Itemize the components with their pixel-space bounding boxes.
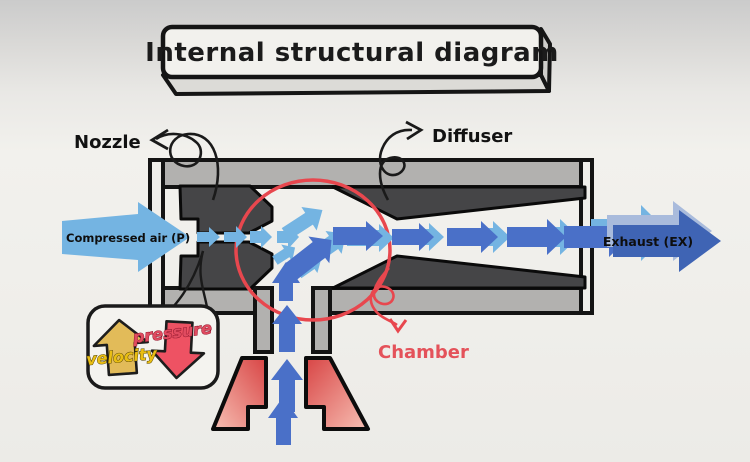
- velocity-up-arrow: [92, 318, 150, 377]
- flow-arrow: [250, 226, 272, 248]
- flow-arrow: [224, 226, 247, 248]
- suction-funnel-right: [304, 356, 370, 431]
- pressure-down-arrow: [150, 320, 206, 380]
- suction-arrow-up: [271, 359, 303, 412]
- inner-blocks: [178, 184, 587, 291]
- nozzle-leader-curve: [155, 132, 220, 201]
- chamber-leader-swirl: [369, 267, 398, 327]
- suction-port-wall-left: [253, 286, 274, 354]
- diffuser-block-lower: [331, 254, 587, 290]
- title-box-face: [160, 24, 544, 80]
- velocity-pressure-box: velocity pressure: [85, 304, 220, 390]
- diagram-title: Internal structural diagram: [145, 38, 559, 68]
- suction-funnels: [211, 356, 370, 431]
- nozzle-leader-arrowhead: [149, 128, 169, 151]
- flow-arrow: [447, 221, 498, 253]
- flow-arrow: [333, 221, 383, 251]
- exhaust-label: Exhaust (EX): [603, 234, 693, 249]
- flow-arrow-up-right: [284, 236, 332, 280]
- compressed-air-arrow: Compressed air (P): [62, 202, 190, 272]
- nozzle-callout: Nozzle: [74, 128, 220, 201]
- flow-arrow: [392, 223, 434, 251]
- flow-arrow-up-right: [281, 206, 323, 240]
- flow-arrow-up-right: [272, 244, 296, 265]
- compressed-air-label: Compressed air (P): [66, 231, 190, 245]
- flow-arrow: [197, 227, 220, 247]
- nozzle-block-lower: [178, 240, 274, 291]
- exhaust-arrow-group: Exhaust (EX): [603, 201, 721, 272]
- inlet-arrow-shape: [62, 202, 190, 272]
- diffuser-callout: Diffuser: [378, 120, 512, 201]
- suction-arrow-up: [272, 305, 302, 352]
- title-box: Internal structural diagram: [145, 24, 559, 96]
- exhaust-arrow-shape: [613, 210, 721, 272]
- suction-arrow-up: [272, 262, 300, 301]
- chamber-leader-arrowhead: [388, 318, 408, 334]
- suction-funnel-left: [211, 356, 268, 431]
- suction-arrow-up: [268, 397, 298, 445]
- nozzle-block-upper: [178, 184, 274, 235]
- diffuser-leader-curve: [378, 128, 413, 201]
- chamber-label: Chamber: [378, 342, 469, 363]
- diffuser-label: Diffuser: [432, 126, 512, 147]
- nozzle-label: Nozzle: [74, 132, 141, 153]
- chamber-highlight-ellipse: [234, 178, 392, 322]
- chamber-callout: Chamber: [369, 267, 469, 363]
- diffuser-leader-arrowhead: [405, 120, 424, 141]
- flow-arrow: [507, 219, 566, 255]
